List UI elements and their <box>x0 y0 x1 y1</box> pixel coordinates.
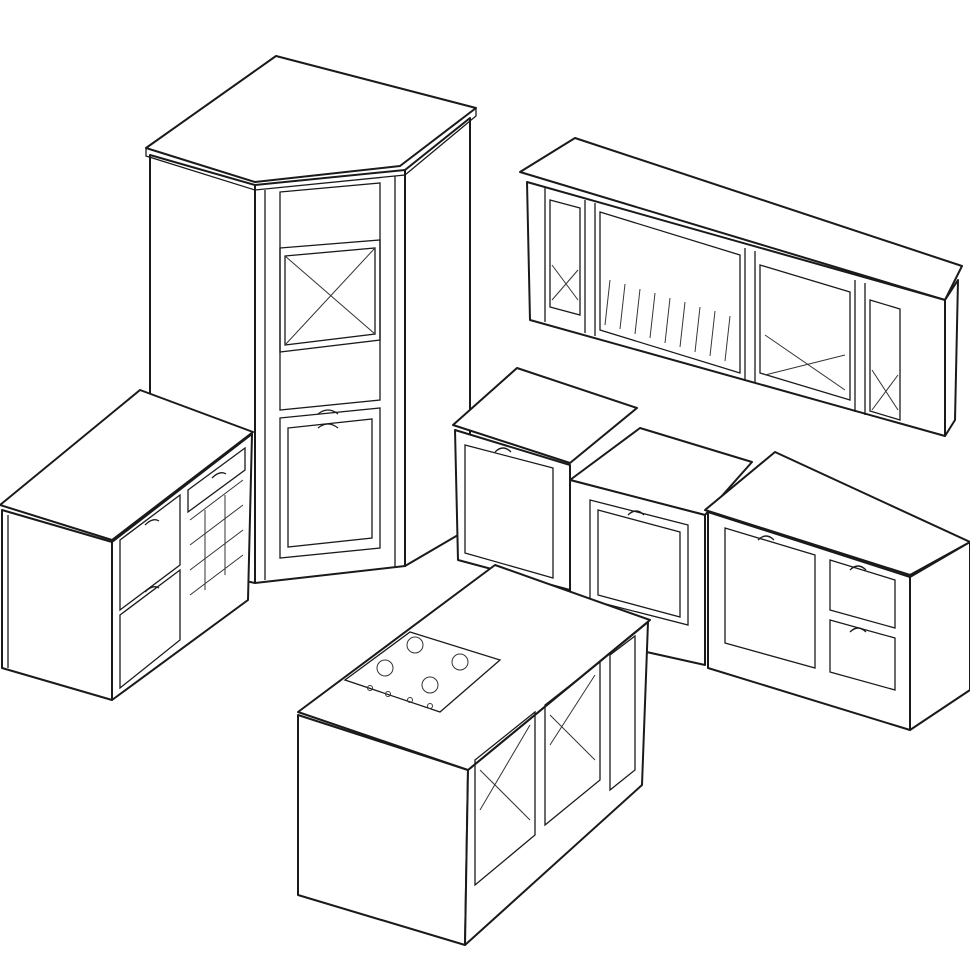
burner-icon <box>451 653 469 671</box>
gas-cooktop <box>343 631 502 713</box>
tall-cabinet-top <box>145 55 477 183</box>
wall-cabinet <box>519 137 963 437</box>
burner-icon <box>406 636 424 654</box>
left-cabinet-front <box>111 433 253 701</box>
left-cabinet-side <box>1 509 113 701</box>
island-top <box>297 564 651 771</box>
left-base-cabinet <box>0 389 254 701</box>
kitchen-island <box>297 564 651 946</box>
burner-icon <box>421 676 439 694</box>
wall-cabinet-top <box>519 137 963 301</box>
tall-cabinet-front <box>254 169 406 584</box>
door-handle-icon <box>317 409 339 429</box>
small-cabinet-top <box>452 367 638 464</box>
small-cabinet-front <box>454 429 571 591</box>
left-cabinet-top <box>0 389 254 541</box>
burner-icon <box>376 659 394 677</box>
lower-door <box>279 407 381 559</box>
right-cabinet-top <box>704 451 970 576</box>
plate-rack-slats <box>604 279 731 362</box>
wine-rack <box>189 479 244 596</box>
plate-rack <box>599 211 741 374</box>
